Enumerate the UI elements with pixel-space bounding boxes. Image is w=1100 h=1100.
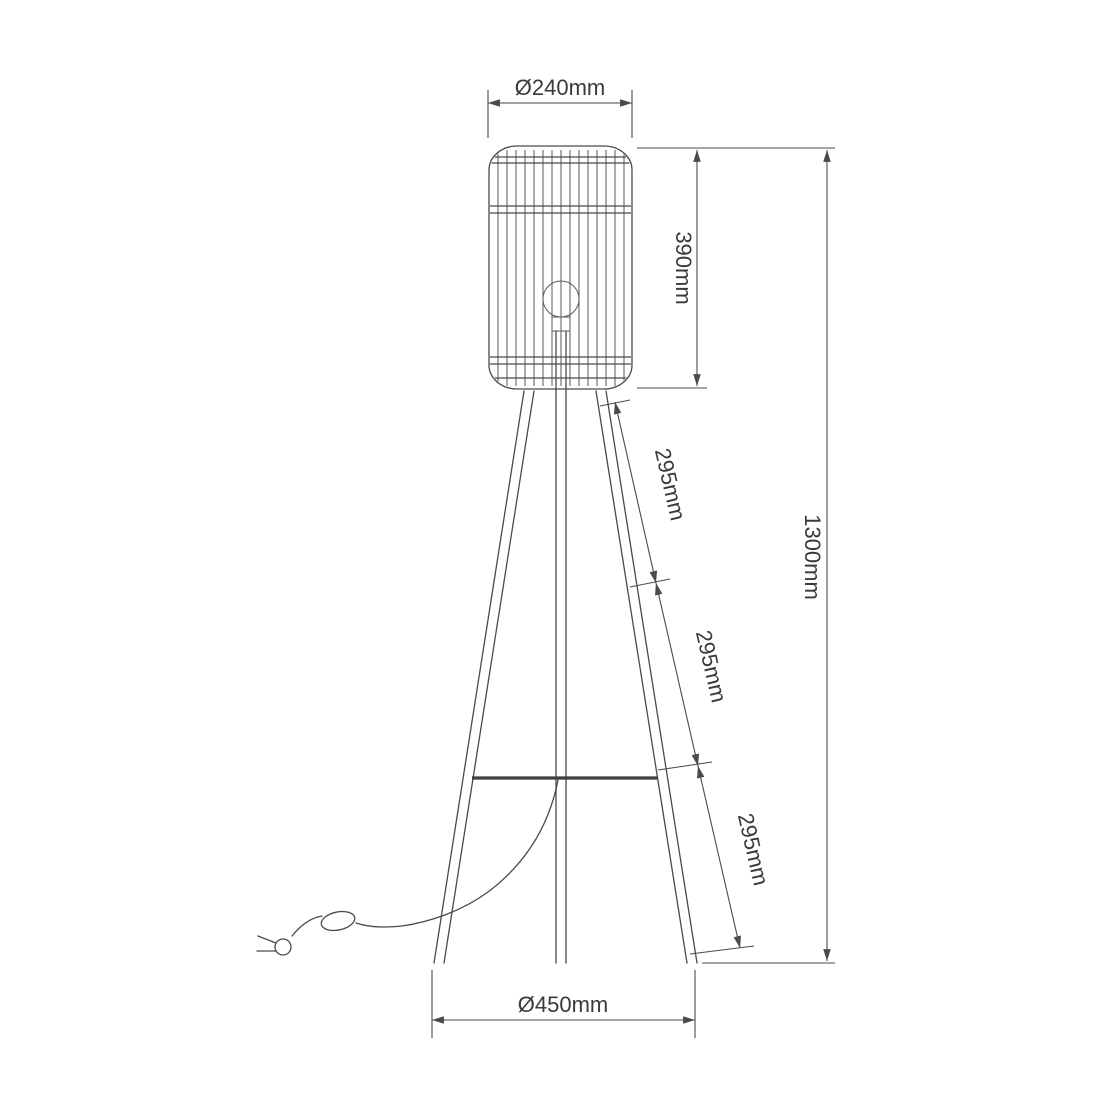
power-plug <box>256 935 292 956</box>
tripod-leg-left <box>433 390 535 964</box>
shade-bands <box>490 156 631 379</box>
dimension-leg-segments: 295mm 295mm 295mm <box>599 399 774 955</box>
dimension-shade-diameter: Ø240mm <box>487 75 633 138</box>
dim-label-shade-height: 390mm <box>671 231 696 304</box>
dim-label-total-height: 1300mm <box>800 514 825 600</box>
tripod-legs <box>433 330 698 964</box>
dim-label-leg-segment-1: 295mm <box>650 446 691 523</box>
lamp-shade <box>488 145 633 390</box>
dim-label-shade-diameter: Ø240mm <box>515 75 605 100</box>
dim-label-base-diameter: Ø450mm <box>518 992 608 1017</box>
inline-switch <box>320 910 356 932</box>
dimension-base-diameter: Ø450mm <box>431 970 696 1038</box>
dimension-shade-height: 390mm <box>637 147 835 389</box>
dimension-total-height: 1300mm <box>702 150 835 964</box>
bulb-socket <box>551 316 571 332</box>
dim-label-leg-segment-3: 295mm <box>733 811 774 888</box>
center-pole <box>555 330 567 964</box>
dim-label-leg-segment-2: 295mm <box>691 628 732 705</box>
shade-slats <box>497 150 625 386</box>
power-cord <box>256 779 559 956</box>
